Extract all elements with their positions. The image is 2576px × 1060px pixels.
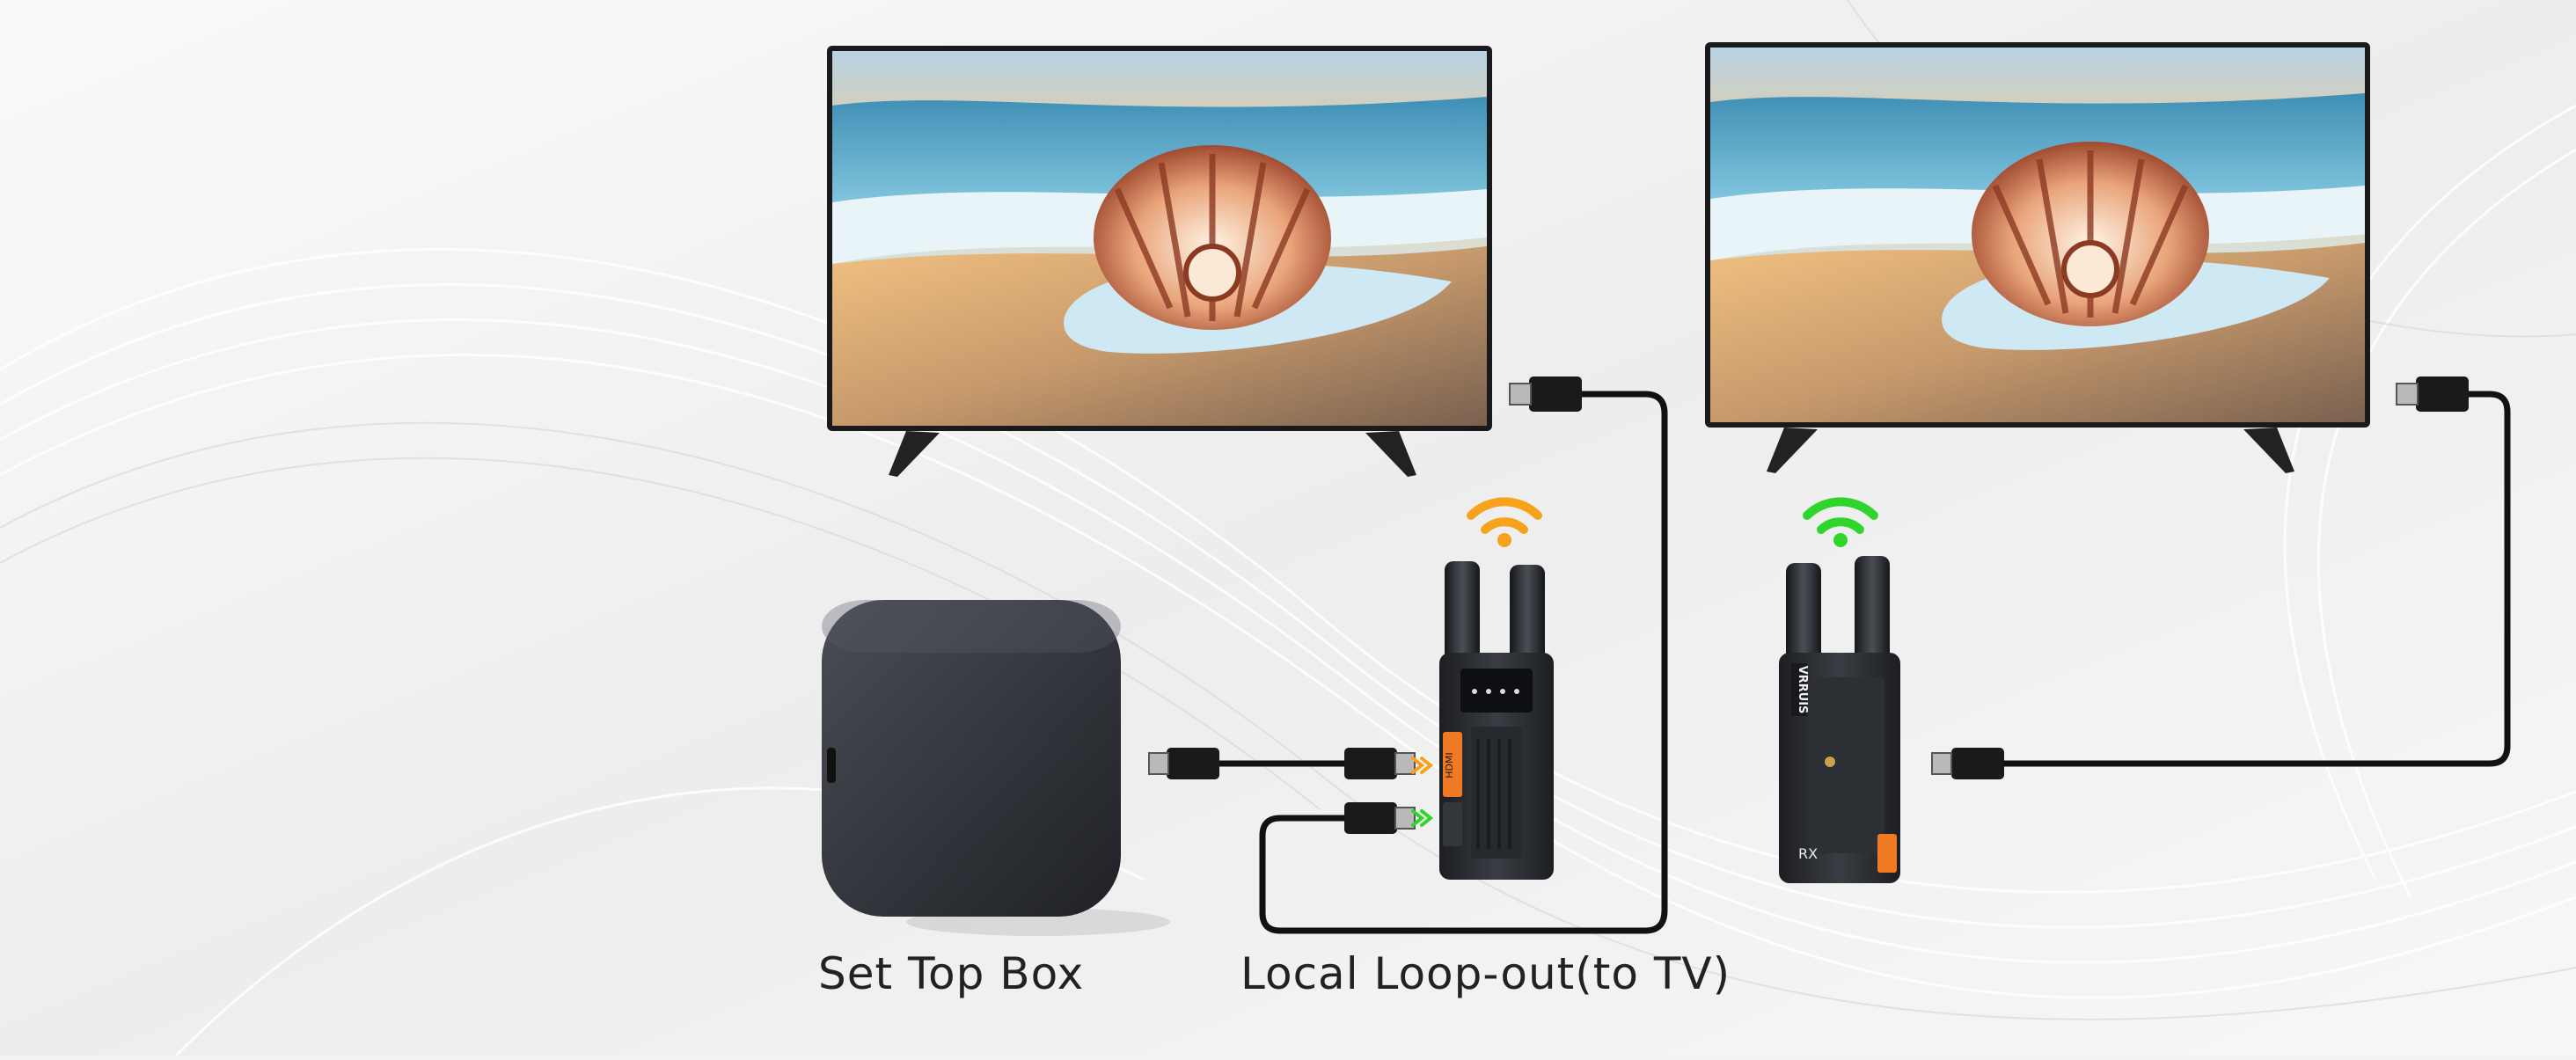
tx-antenna-left xyxy=(1445,561,1480,667)
rx-antenna-right xyxy=(1855,556,1890,669)
cables xyxy=(1202,391,2511,934)
hdmi-plug-stb xyxy=(1148,748,1219,779)
receiver: VRRUIS RX xyxy=(1779,556,1900,883)
hdmi-plug-tx-in xyxy=(1344,748,1416,779)
tv-left xyxy=(827,46,1492,477)
cable-loop-out xyxy=(1259,391,1668,934)
tv-right-screen xyxy=(1710,48,2365,422)
hdmi-plug-tx-out xyxy=(1344,802,1416,834)
tv-left-stand-left xyxy=(889,431,940,477)
tv-right-stand-left xyxy=(1767,428,1818,473)
set-top-box xyxy=(822,600,1170,936)
tv-right xyxy=(1705,42,2370,473)
rx-antenna-left xyxy=(1786,563,1821,669)
tx-antenna-right xyxy=(1510,565,1545,667)
rx-orange-panel xyxy=(1877,834,1897,873)
rx-label: RX xyxy=(1798,845,1818,862)
hdmi-plug-tv-left xyxy=(1509,376,1582,412)
set-top-box-label: Set Top Box xyxy=(818,948,1085,999)
hdmi-plug-rx-out xyxy=(1931,748,2004,779)
tx-display xyxy=(1460,669,1533,713)
tv-left-screen xyxy=(832,51,1487,426)
tx-orange-panel xyxy=(1443,732,1462,797)
rx-screw xyxy=(1825,757,1835,767)
tv-left-stand-right xyxy=(1365,431,1416,477)
wifi-icon xyxy=(1467,497,1542,547)
tx-output-arrow-icon xyxy=(1411,809,1434,827)
tv-right-stand-right xyxy=(2243,428,2294,473)
hdmi-plug-tv-right xyxy=(2396,376,2469,412)
set-top-box-port xyxy=(827,748,836,783)
cable-rx-to-tv xyxy=(1985,391,2511,767)
set-top-box-body xyxy=(822,600,1121,917)
wifi-icon-rx xyxy=(1803,497,1878,547)
tx-input-arrow-icon xyxy=(1411,757,1434,774)
transmitter: HDMI xyxy=(1411,561,1554,880)
rx-brand: VRRUIS xyxy=(1796,666,1809,714)
tx-panel-text: HDMI xyxy=(1444,752,1455,778)
loop-out-label: Local Loop-out(to TV) xyxy=(1240,948,1731,999)
